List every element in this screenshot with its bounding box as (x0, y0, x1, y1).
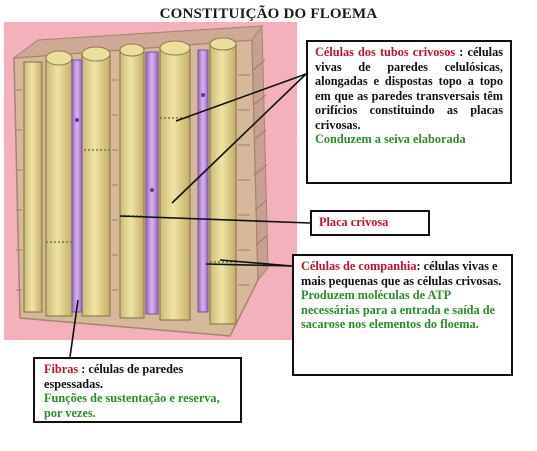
sieve-tube-3 (81, 53, 111, 317)
sieve-tube-2 (45, 57, 73, 317)
companion-function: Produzem moléculas de ATP necessárias pa… (301, 288, 496, 331)
sieve-tube-6 (209, 43, 237, 325)
fiber-strip-2 (145, 51, 159, 315)
sieve-tube-1 (23, 61, 43, 313)
tissue-right-face (251, 24, 269, 282)
sieve-tube-description: células vivas de paredes celulósicas, al… (315, 45, 504, 132)
companion-description: : células vivas e mais pequenas que as c… (301, 259, 502, 288)
sieve-tube-5 (159, 47, 191, 321)
label-sieve-tube-cells: Células dos tubos crivosos : células viv… (306, 40, 512, 184)
fibers-function: Funções de sustentação e reserva, por ve… (44, 391, 220, 420)
sieve-tube-title-suffix: : (455, 45, 464, 59)
label-fibers: Fibras : células de paredes espessadas. … (33, 357, 242, 423)
fibers-description: : células de paredes espessadas. (44, 362, 184, 391)
label-companion-cells: Células de companhia: células vivas e ma… (292, 254, 513, 376)
sieve-tube-4 (119, 49, 145, 319)
companion-title: Células de companhia (301, 259, 417, 273)
sieve-plate-title: Placa crivosa (319, 215, 389, 229)
sieve-tube-function: Conduzem a seiva elaborada (315, 132, 466, 146)
sieve-tube-title: Células dos tubos crivosos (315, 45, 456, 59)
label-sieve-plate: Placa crivosa (310, 210, 430, 236)
fiber-strip-3 (197, 49, 209, 313)
fibers-title: Fibras (44, 362, 79, 376)
diagram-title: CONSTITUIÇÃO DO FLOEMA (159, 6, 378, 22)
fiber-strip-1 (71, 59, 83, 313)
